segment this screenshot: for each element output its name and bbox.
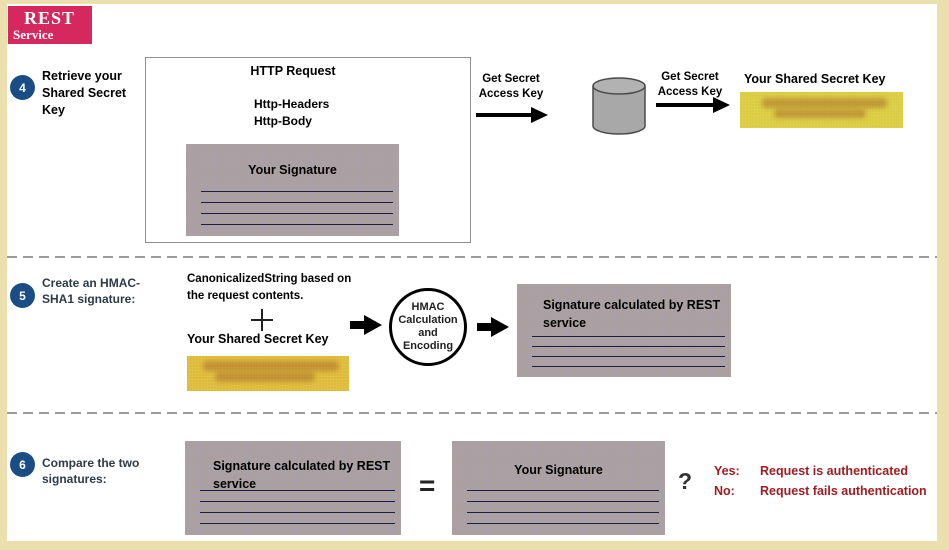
signature-line (200, 512, 395, 513)
arrow-head (713, 97, 730, 113)
get-secret-key-label-1: Get Secret Access Key (478, 73, 544, 100)
canonicalized-string-text: CanonicalizedString based on the request… (187, 273, 352, 302)
step-6-label: Compare the two signatures: (42, 456, 140, 486)
your-signature-panel-compare: Your Signature (452, 441, 665, 535)
rest-signature-title-compare: Signature calculated by REST service (213, 459, 391, 491)
arrow-right-icon (656, 97, 730, 113)
outcome-yes-label: Yes: (714, 464, 740, 478)
outcome-no: No: Request fails authentication (714, 484, 927, 498)
arrow-right-icon (350, 315, 382, 335)
signature-line (531, 356, 725, 357)
outcome-no-label: No: (714, 484, 735, 498)
get-secret-key-label-2: Get Secret Access Key (657, 71, 723, 98)
rest-signature-title: Signature calculated by REST service (543, 298, 721, 330)
signature-line (466, 501, 659, 502)
rest-signature-panel-compare: Signature calculated by REST service (185, 441, 401, 535)
arrow-head (491, 317, 509, 337)
shared-secret-key-title-row1: Your Shared Secret Key (744, 72, 886, 86)
hmac-calculation-circle: HMAC Calculation and Encoding (389, 288, 467, 366)
outcome-yes-text: Request is authenticated (760, 464, 908, 478)
your-signature-title-compare: Your Signature (514, 463, 603, 477)
arrow-head (364, 315, 382, 335)
signature-line (531, 366, 725, 367)
step-6-number: 6 (19, 457, 26, 472)
equals-sign: = (419, 470, 436, 501)
your-signature-title: Your Signature (248, 163, 337, 177)
redacted-key-blur (203, 361, 339, 371)
http-request-title: HTTP Request (250, 64, 336, 78)
rest-service-badge: REST Service (8, 6, 92, 44)
step-5-circle: 5 (10, 283, 35, 308)
arrow-right-icon (477, 317, 509, 337)
arrow-shaft (656, 103, 715, 107)
step-6-circle: 6 (10, 452, 35, 477)
http-headers-item: Http-Headers (254, 97, 330, 111)
signature-line (531, 336, 725, 337)
signature-line (466, 512, 659, 513)
your-signature-panel: Your Signature (186, 144, 399, 236)
rest-signature-panel: Signature calculated by REST service (517, 284, 731, 377)
signature-line (531, 346, 725, 347)
signature-line (200, 213, 393, 214)
signature-line (200, 523, 395, 524)
http-body-item: Http-Body (254, 114, 312, 128)
hmac-circle-text: HMAC Calculation and Encoding (398, 301, 458, 352)
signature-line (200, 191, 393, 192)
shared-secret-key-title-row2: Your Shared Secret Key (187, 332, 329, 346)
step-4-number: 4 (19, 80, 26, 95)
outcome-no-text: Request fails authentication (760, 484, 927, 498)
step-4-label: Retrieve your Shared Secret Key (42, 69, 127, 117)
arrow-shaft (476, 113, 533, 117)
question-mark: ? (678, 468, 693, 494)
redacted-key-blur (215, 372, 315, 382)
signature-line (200, 224, 393, 225)
step-5-number: 5 (19, 288, 26, 303)
step-4-circle: 4 (10, 75, 35, 100)
badge-subtitle: Service (13, 27, 54, 42)
plus-icon (251, 309, 273, 331)
database-cylinder-icon (590, 76, 648, 141)
badge-title: REST (24, 8, 76, 28)
arrow-shaft (477, 323, 492, 331)
http-request-items: Http-Headers Http-Body (254, 96, 329, 130)
signature-line (200, 490, 395, 491)
signature-line (200, 501, 395, 502)
shared-secret-key-redacted-row2 (187, 356, 349, 391)
arrow-right-icon (476, 107, 548, 123)
step-5-label: Create an HMAC-SHA1 signature: (42, 276, 141, 306)
dashed-separator (7, 412, 937, 414)
shared-secret-key-redacted-row1 (740, 92, 903, 128)
signature-line (466, 523, 659, 524)
signature-line (200, 202, 393, 203)
signature-line (466, 490, 659, 491)
dashed-separator (7, 256, 937, 258)
redacted-key-blur (774, 109, 866, 118)
outcome-yes: Yes: Request is authenticated (714, 464, 908, 478)
http-request-box: HTTP Request Http-Headers Http-Body Your… (145, 57, 471, 243)
arrow-shaft (350, 321, 365, 329)
arrow-head (531, 107, 548, 123)
redacted-key-blur (762, 98, 887, 108)
